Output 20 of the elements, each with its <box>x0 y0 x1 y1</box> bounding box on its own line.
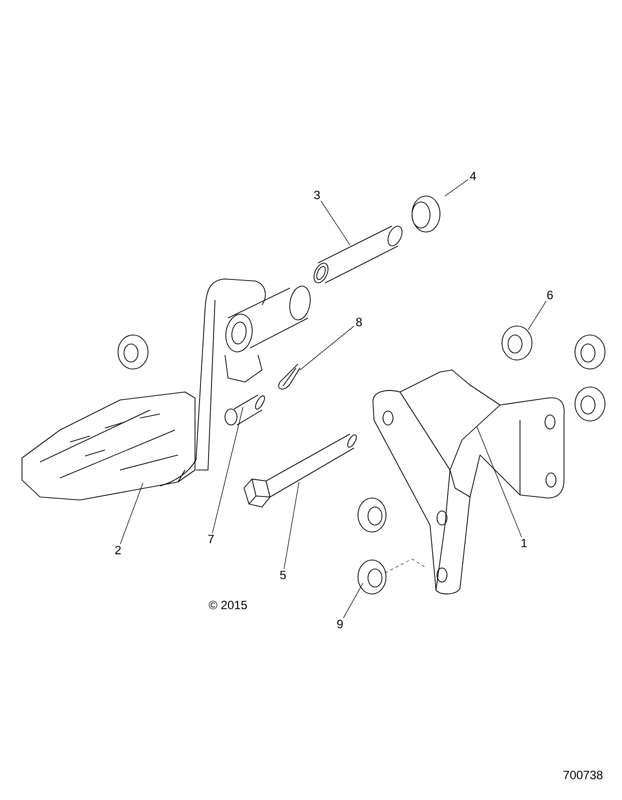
callout-number: 9 <box>337 620 343 628</box>
leader-line <box>476 426 522 538</box>
callout-number: 3 <box>314 190 320 200</box>
leader-line <box>343 582 364 618</box>
leader-line <box>284 482 300 570</box>
copyright-notice: © 2015 <box>208 600 247 610</box>
leader-line <box>212 406 244 534</box>
callout-number: 1 <box>522 538 527 548</box>
callout-number: 4 <box>470 172 476 180</box>
leader-line <box>300 326 354 370</box>
leader-line <box>528 300 547 330</box>
callout-number: 7 <box>208 534 214 544</box>
leader-line <box>444 179 468 196</box>
callout-number: 5 <box>280 570 286 580</box>
callout-number: 6 <box>547 290 553 300</box>
part-number: 700738 <box>564 770 602 780</box>
leader-line <box>120 482 144 544</box>
callout-number: 8 <box>356 318 362 326</box>
leader-line <box>320 200 350 246</box>
callout-number: 2 <box>115 546 121 554</box>
